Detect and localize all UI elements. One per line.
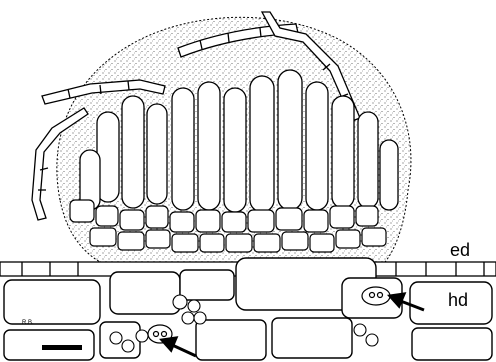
label-hypodermis: hd xyxy=(448,290,468,311)
pointer-arrow xyxy=(162,338,196,356)
artist-initials: R.B. xyxy=(22,320,34,326)
scale-bar xyxy=(42,345,82,350)
label-epidermis: ed xyxy=(450,240,470,261)
